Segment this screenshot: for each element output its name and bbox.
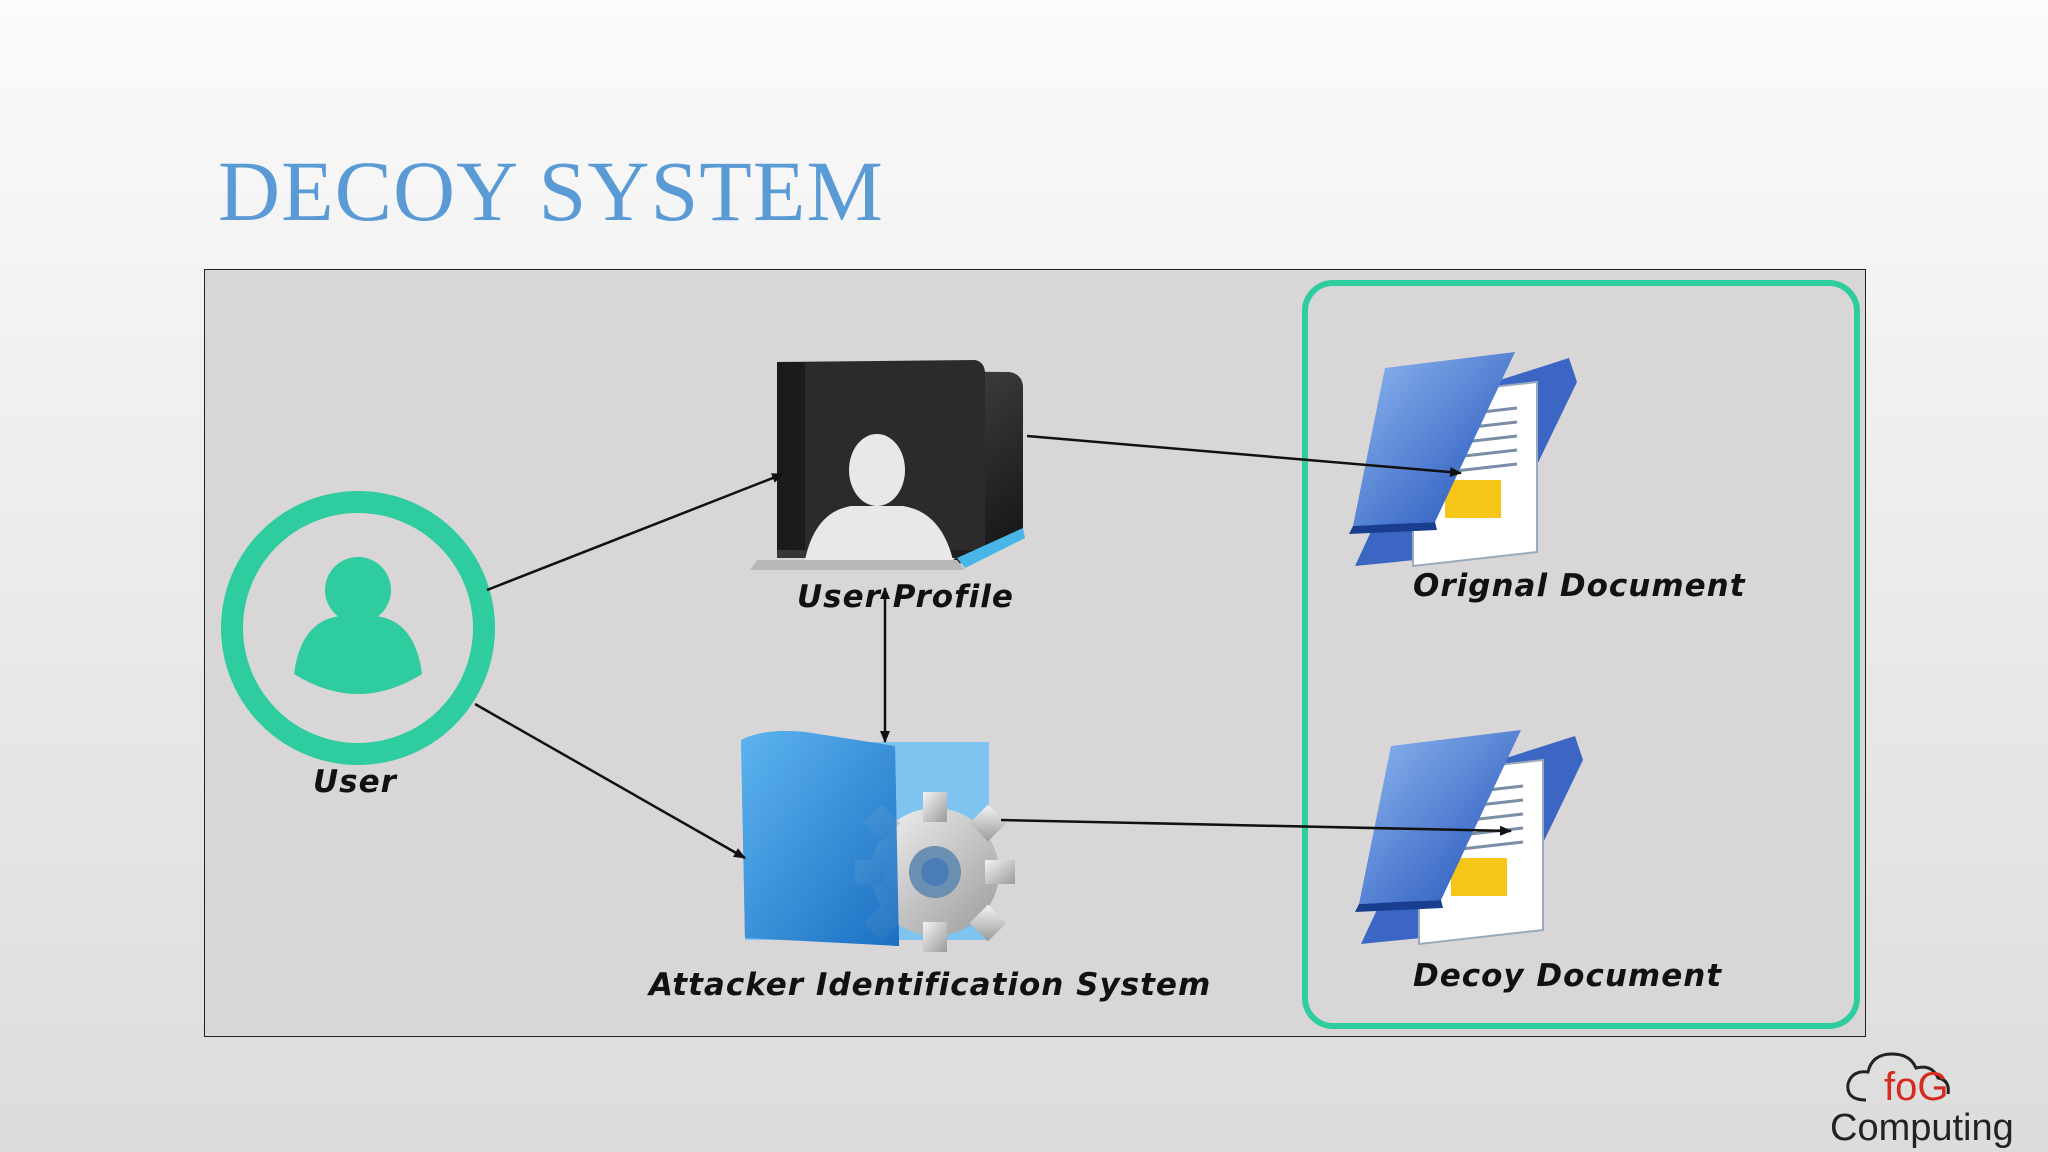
edge-profile-to-original-document <box>1026 434 1462 478</box>
diagram-canvas <box>221 280 1860 1029</box>
profile-folder-icon <box>750 360 1025 570</box>
attacker-system-label: Attacker Identification System <box>649 967 1212 1003</box>
document-icon <box>1355 730 1583 946</box>
original-document-label: Orignal Document <box>1413 568 1746 604</box>
edge-user-to-attacker-system <box>474 702 746 860</box>
user-label: User <box>313 764 397 800</box>
documents-group-border <box>1302 280 1860 1029</box>
svg-text:foG: foG <box>1884 1065 1948 1109</box>
edge-attacker-to-decoy-document <box>1000 818 1512 836</box>
document-icon <box>1349 352 1577 568</box>
fog-computing-logo: foG Computing <box>1830 1052 2014 1149</box>
decoy-system-diagram: User User Profile Attacker Identificatio… <box>204 269 1866 1037</box>
decoy-document-label: Decoy Document <box>1413 958 1723 994</box>
user-circle-icon <box>221 491 495 765</box>
svg-text:Computing: Computing <box>1830 1107 2014 1149</box>
user-profile-label: User Profile <box>797 579 1014 615</box>
slide-title: DECOY SYSTEM <box>218 143 884 239</box>
edge-user-to-profile <box>486 472 784 592</box>
settings-folder-icon <box>741 731 1015 952</box>
